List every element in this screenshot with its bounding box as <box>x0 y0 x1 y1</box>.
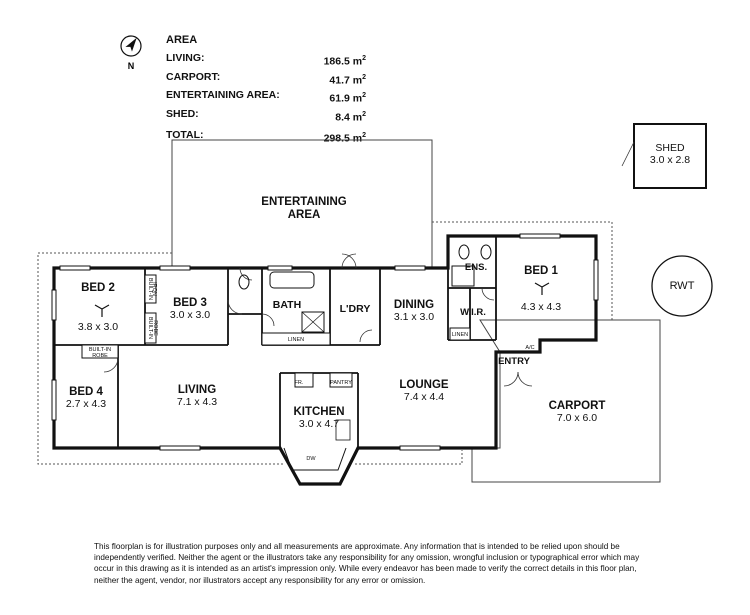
ceiling-fan-icon <box>94 282 550 317</box>
boundary-dotted-right <box>432 221 613 320</box>
ensuite-shower <box>451 265 475 287</box>
disclaimer-text: This floorplan is for illustration purpo… <box>94 542 640 585</box>
boundary-dotted-left <box>37 252 285 465</box>
room-label: AREA <box>288 209 321 221</box>
boundary-dotted-bottom <box>355 450 463 465</box>
cabinet-label: LINEN <box>452 332 468 338</box>
room-label: CARPORT <box>549 400 606 412</box>
kitchen-bench <box>283 447 347 471</box>
area-label: TOTAL: <box>166 129 204 141</box>
area-row-total: TOTAL: 298.5 m2 <box>166 128 366 147</box>
room-label: DINING <box>394 299 434 311</box>
area-label: CARPORT: <box>166 70 221 83</box>
compass-needle-icon <box>125 37 137 52</box>
cooktop <box>335 419 351 441</box>
room-dimension: 7.1 x 4.3 <box>177 396 217 408</box>
room-label: LIVING <box>178 384 216 396</box>
area-row-shed: SHED: 8.4 m2 <box>166 107 366 126</box>
cabinet-label: IRON <box>151 282 157 296</box>
room-label: KITCHEN <box>293 406 344 418</box>
room-label: ENS. <box>465 262 487 273</box>
room-label: W.I.R. <box>460 307 486 318</box>
compass-circle <box>120 35 142 57</box>
shed-door-swing <box>621 141 635 167</box>
area-label: SHED: <box>166 107 199 120</box>
ensuite-toilet <box>458 244 470 260</box>
cabinet-label: BUILT-IN <box>147 278 153 300</box>
room-label: BED 2 <box>81 282 115 294</box>
cabinet-label: PANTRY <box>330 380 352 386</box>
area-value: 41.7 m2 <box>329 73 366 87</box>
ensuite-basin <box>480 244 492 260</box>
area-label: LIVING: <box>166 52 205 64</box>
cabinet-label: LINEN <box>288 337 304 343</box>
area-title: AREA <box>166 34 198 46</box>
cabinet-label: ROBE <box>152 320 158 336</box>
windows <box>51 233 599 451</box>
room-label: RWT <box>670 280 695 292</box>
shower-x <box>301 311 325 333</box>
area-value: 8.4 m2 <box>335 110 366 124</box>
area-value: 186.5 m2 <box>323 55 366 68</box>
area-row-entertaining: ENTERTAINING AREA: 61.9 m2 <box>166 88 366 107</box>
area-label: ENTERTAINING AREA: <box>166 89 280 101</box>
room-dimension: 3.0 x 3.0 <box>170 309 210 321</box>
bathtub <box>269 271 315 289</box>
carport-outline <box>471 319 661 483</box>
area-value: 298.5 m2 <box>323 132 366 145</box>
shed-outline <box>633 123 707 189</box>
toilet <box>238 274 250 290</box>
room-dimension: 3.1 x 3.0 <box>394 311 434 323</box>
room-dimension: 7.0 x 6.0 <box>557 412 597 424</box>
cabinet-label: BUILT-IN <box>89 347 111 353</box>
room-dimension: 2.7 x 4.3 <box>66 398 106 410</box>
room-dimension: 3.0 x 4.7 <box>299 418 339 430</box>
room-label: SHED <box>655 142 685 154</box>
room-label: L'DRY <box>340 303 371 315</box>
room-dimension: 7.4 x 4.4 <box>404 391 444 403</box>
cabinet-label: BUILT-IN <box>147 317 153 339</box>
rainwater-tank <box>651 255 713 317</box>
door-swings <box>103 253 533 387</box>
room-label: LOUNGE <box>399 379 449 391</box>
cabinets <box>81 274 471 388</box>
shower <box>301 311 325 333</box>
house-exterior-wall <box>52 234 598 486</box>
north-arrow: N <box>118 34 144 72</box>
area-value: 61.9 m2 <box>329 92 366 105</box>
area-row-living: LIVING: 186.5 m2 <box>166 51 366 70</box>
room-label: ENTERTAINING <box>261 196 346 208</box>
room-dimension: 3.8 x 3.0 <box>78 321 118 333</box>
room-label: BED 3 <box>173 297 207 309</box>
area-table: AREA LIVING: 186.5 m2 CARPORT: 41.7 m2 E… <box>166 33 366 147</box>
entertaining-area-outline <box>171 139 433 268</box>
room-label: BED 4 <box>69 386 103 398</box>
cabinet-label: FR. <box>295 380 304 386</box>
room-label: ENTRY <box>498 356 531 367</box>
room-dimension: 4.3 x 4.3 <box>521 301 561 313</box>
cabinet-label: ROBE <box>92 353 108 359</box>
room-dimension: 3.0 x 2.8 <box>650 154 690 166</box>
cabinet-label: DW <box>306 456 316 462</box>
compass-letter: N <box>128 61 135 71</box>
cabinet-label: A/C <box>525 345 534 351</box>
room-label: BATH <box>273 299 301 311</box>
area-row-carport: CARPORT: 41.7 m2 <box>166 70 366 89</box>
room-label: BED 1 <box>524 265 558 277</box>
